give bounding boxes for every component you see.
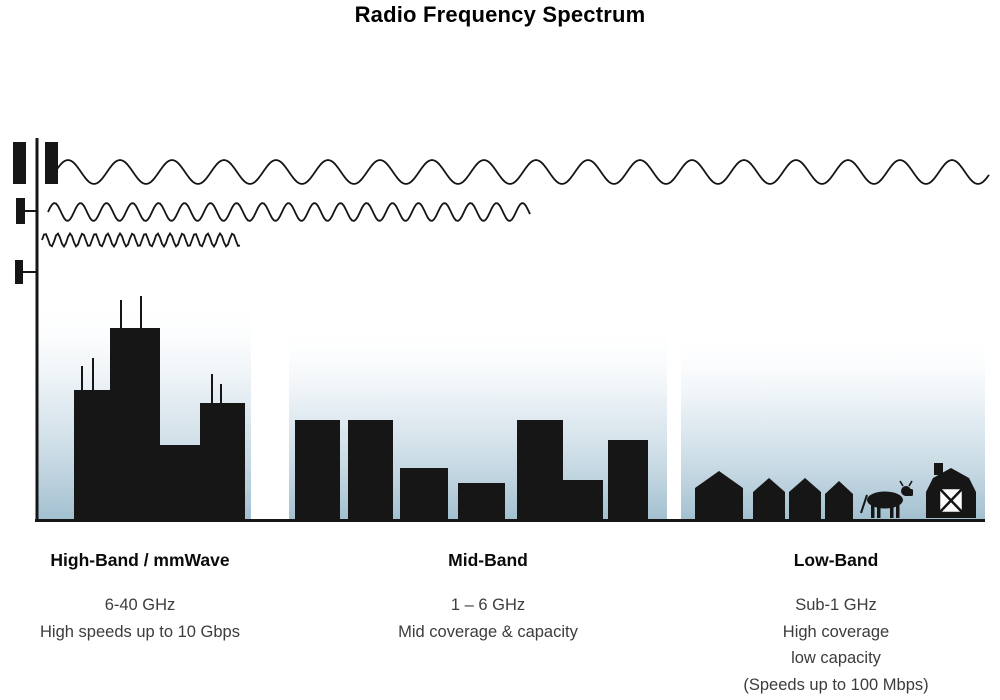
band-name-low: Low-Band [793,550,879,570]
mid-rise-buildings-icon [295,420,648,520]
band-desc-line: High speeds up to 10 Gbps [40,622,240,641]
rf-spectrum-diagram [13,138,990,522]
page-title: Radio Frequency Spectrum [354,2,646,27]
band-desc-line: Mid coverage & capacity [398,622,578,641]
building [563,480,603,520]
building [400,468,448,520]
band-desc-high: 6-40 GHz High speeds up to 10 Gbps [10,592,270,645]
band-desc-line: 6-40 GHz [104,596,176,614]
building [517,420,563,520]
building [458,483,505,520]
barn-icon [926,463,976,518]
low-band-wave-long-wavelength [54,159,990,185]
building [608,440,648,520]
band-desc-line: (Speeds up to 100 Mbps) [743,675,929,694]
band-desc-low: Sub-1 GHz High coverage low capacity (Sp… [686,592,986,698]
band-desc-mid: 1 – 6 GHz Mid coverage & capacity [338,592,638,645]
building [200,403,245,520]
rural-scene-icon [695,463,976,520]
band-desc-line: High coverage [782,622,890,641]
building [74,390,110,520]
house-icon [825,481,853,520]
building [348,420,393,520]
building [110,328,160,520]
cell-tower-icon [13,138,58,520]
high-band-wave-short-wavelength [41,231,241,249]
radio-waves [41,159,990,249]
building [160,445,200,520]
mid-band-wave-medium-wavelength [47,202,531,222]
band-name-mid: Mid-Band [448,550,528,570]
house-icon [789,478,821,520]
band-desc-line: Sub-1 GHz [795,596,877,614]
cow-icon [860,480,913,518]
band-desc-line: low capacity [791,649,881,667]
building [295,420,340,520]
house-icon [695,471,743,520]
house-icon [753,478,785,520]
city-skyline-icon [74,296,245,520]
band-name-high: High-Band / mmWave [50,550,230,570]
band-desc-line: 1 – 6 GHz [450,596,526,614]
